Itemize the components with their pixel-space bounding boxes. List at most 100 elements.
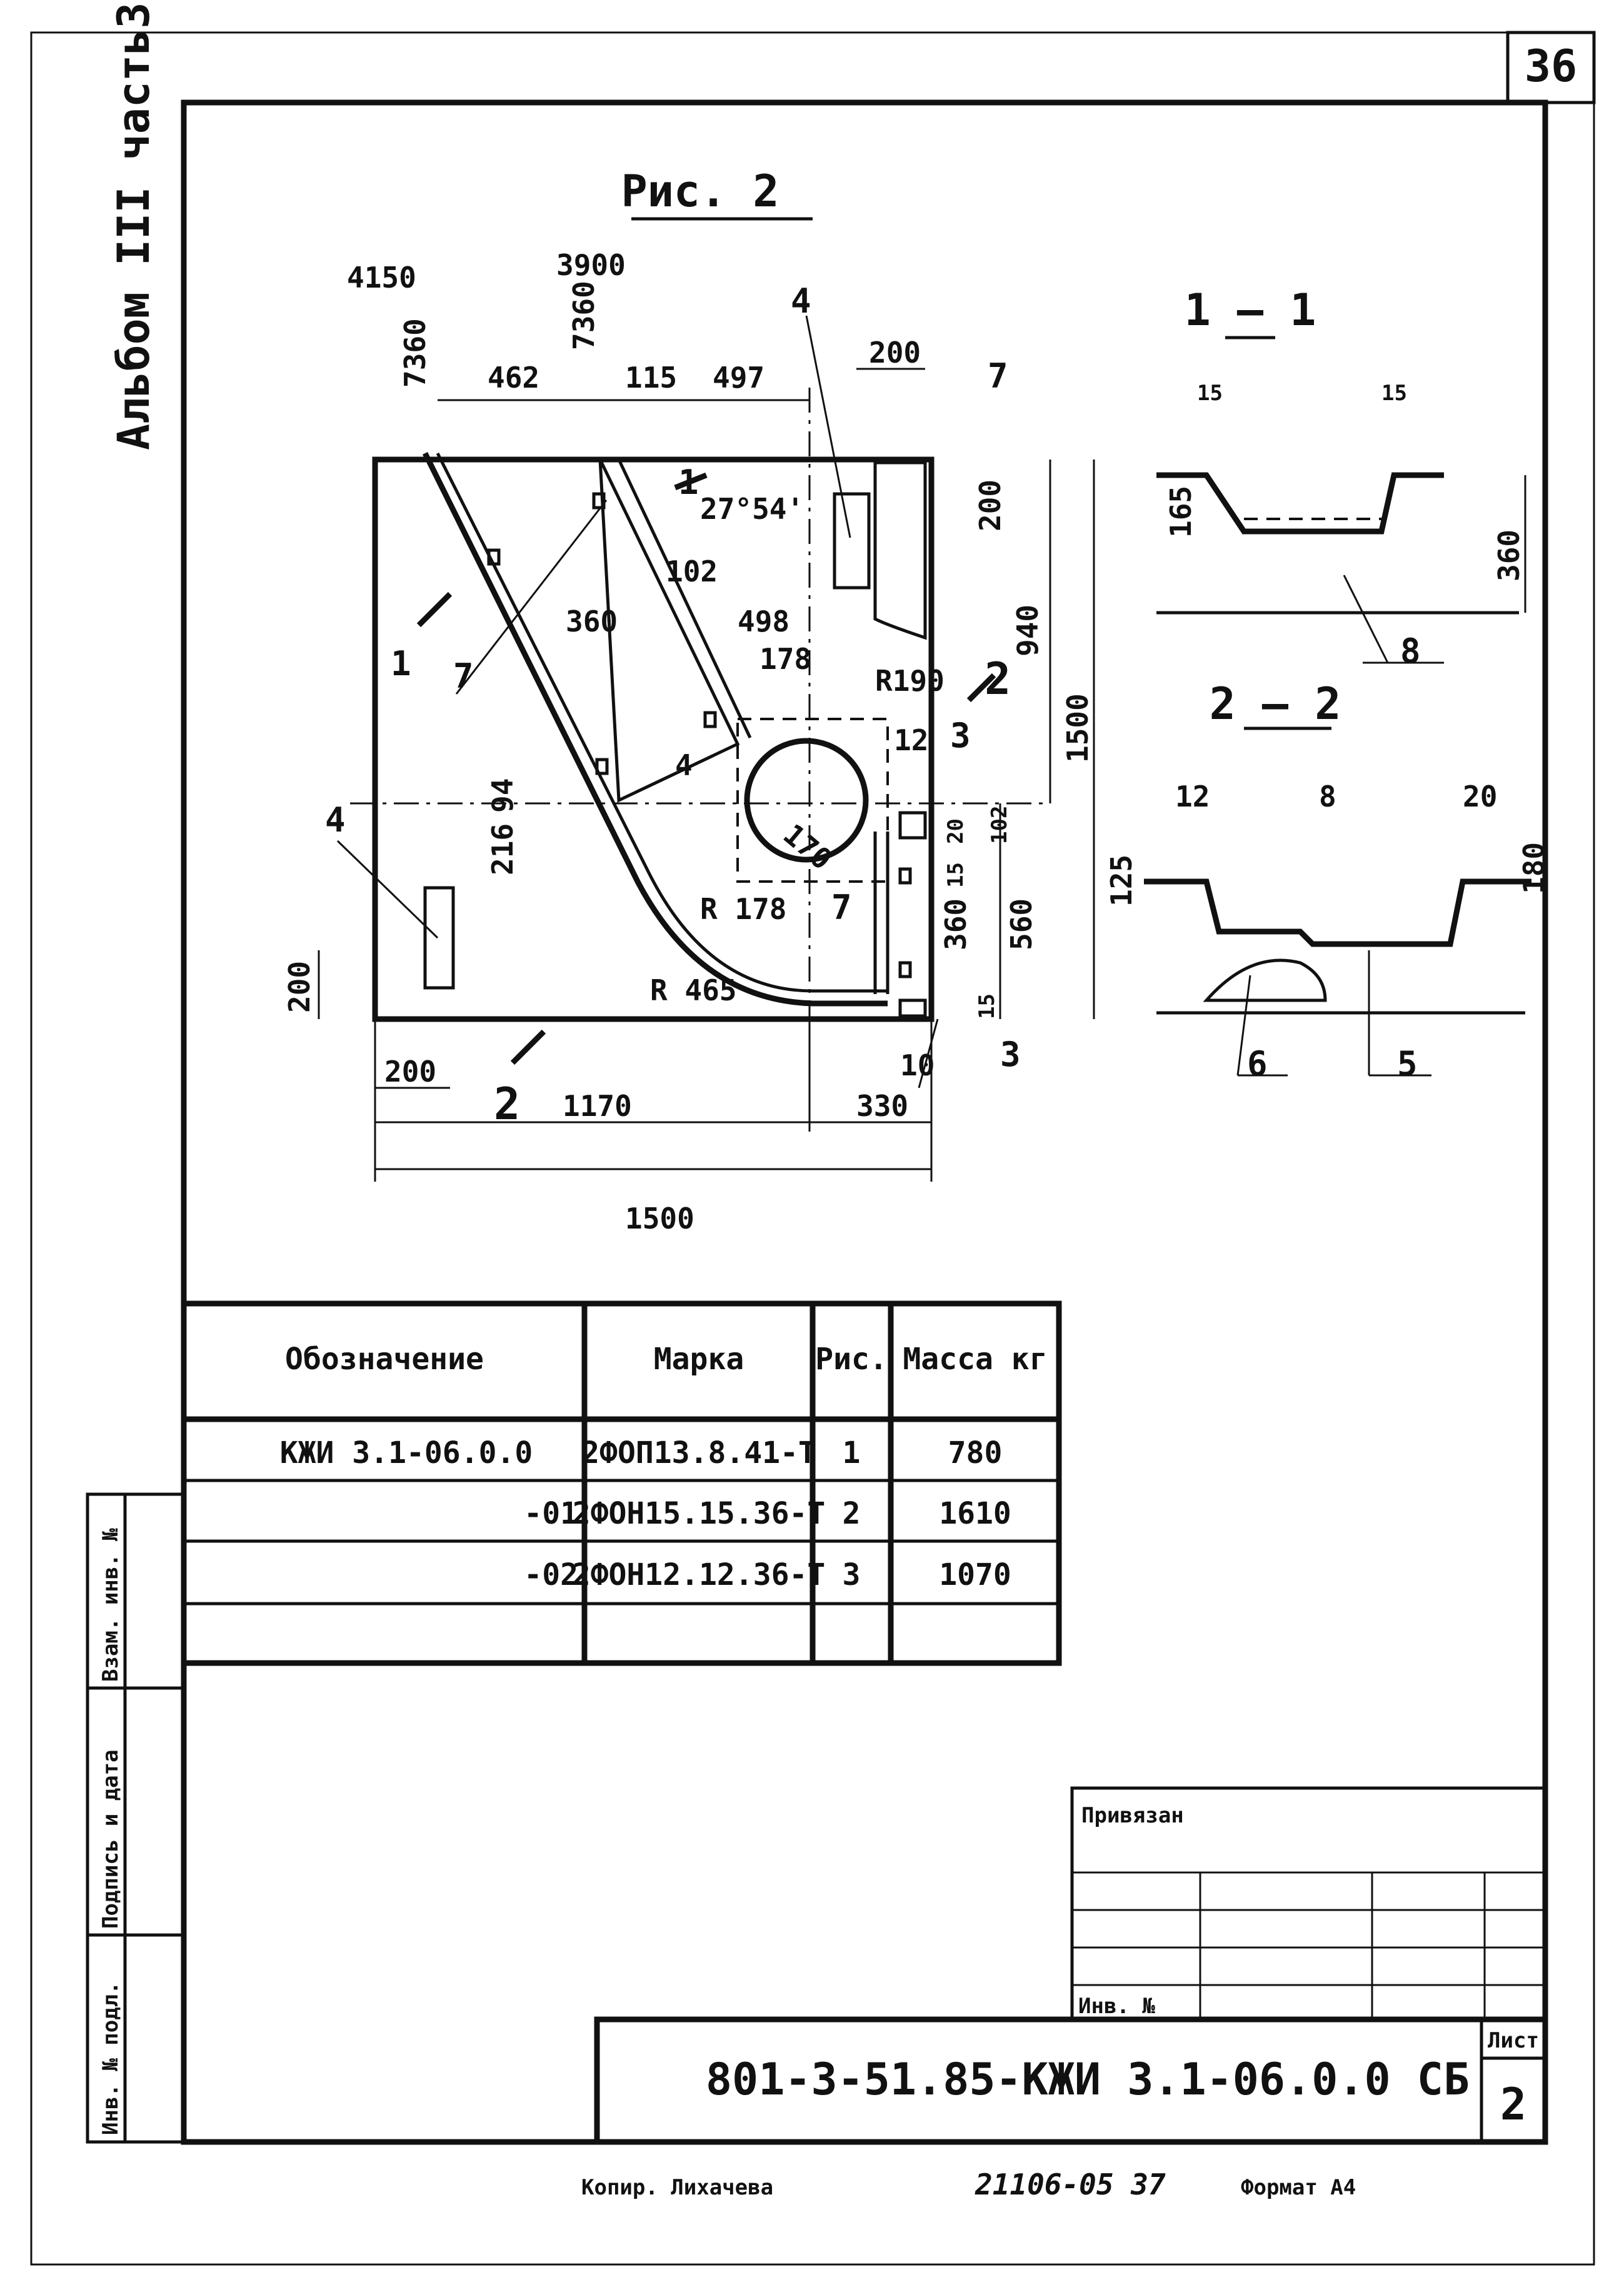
sheet-number-box bbox=[1506, 31, 1596, 104]
dim-102-a: 102 bbox=[666, 555, 718, 588]
spec-cell-r1-c4: 780 bbox=[948, 1435, 1003, 1470]
spec-table: Обозначение Марка Рис. Масса кг КЖИ 3.1-… bbox=[181, 1300, 1062, 1666]
side-stamp-border bbox=[86, 1492, 186, 2144]
spec-table-border bbox=[181, 1300, 1062, 1666]
section-1-1-leader bbox=[1343, 575, 1389, 663]
dim-10: 10 bbox=[900, 1048, 935, 1082]
right-rib-wedge bbox=[873, 461, 927, 640]
leader-4-left bbox=[336, 840, 439, 939]
figure-title: Рис. 2 bbox=[621, 166, 779, 217]
callout-7-right: 7 bbox=[831, 888, 852, 927]
dim-R178: R 178 bbox=[700, 892, 786, 926]
dim-360-a: 360 bbox=[566, 605, 618, 638]
side-stamp-column: Взам. инв. № Подпись и дата Инв. № подл. bbox=[86, 1492, 186, 2144]
section-2-2-leader-6 bbox=[1236, 975, 1251, 1076]
dim-12: 12 bbox=[894, 723, 928, 757]
section-1-1-title: 1 – 1 bbox=[1185, 284, 1316, 336]
sheet-value: 2 bbox=[1500, 2079, 1526, 2130]
spec-cell-r3-c4: 1070 bbox=[939, 1557, 1011, 1592]
dim-2-2-20: 20 bbox=[1463, 780, 1497, 813]
callout-4-top: 4 bbox=[791, 281, 811, 321]
dim-4: 4 bbox=[675, 748, 693, 782]
dim-560: 560 bbox=[1005, 898, 1038, 950]
embedded-part-3a bbox=[898, 811, 927, 840]
dim-15-b: 15 bbox=[975, 993, 1000, 1019]
lifting-loop-4 bbox=[595, 758, 609, 775]
stamp-replace-inv: Взам. инв. № bbox=[98, 1528, 123, 1682]
stamp-signature-date: Подпись и дата bbox=[98, 1749, 123, 1929]
lifting-loop-1 bbox=[592, 492, 606, 510]
dim-15-a: 15 bbox=[943, 862, 968, 888]
dim-200-left: 200 bbox=[283, 961, 316, 1013]
footer-copied: Копир. Лихачева bbox=[581, 2175, 773, 2200]
section-cut-1-top bbox=[674, 472, 708, 491]
plan-view: 4150 7360 3900 7360 462 115 497 200 200 … bbox=[283, 248, 1095, 1235]
dim-2-2-125: 125 bbox=[1105, 855, 1138, 907]
dim-R465: R 465 bbox=[650, 973, 736, 1007]
section-cut-2-bottom bbox=[510, 1029, 546, 1065]
dim-497: 497 bbox=[713, 361, 764, 395]
section-2-2-callout-5: 5 bbox=[1397, 1044, 1418, 1083]
stamp-orig-inv: Инв. № подл. bbox=[98, 1981, 123, 2135]
dim-330: 330 bbox=[856, 1089, 908, 1123]
sheet-border bbox=[30, 31, 1595, 2266]
title-block: Привязан Инв. № 801-3-51.85-КЖИ 3.1-06.0… bbox=[594, 1786, 1548, 2145]
callout-7-top: 7 bbox=[988, 356, 1008, 396]
callout-3-a: 3 bbox=[950, 716, 971, 755]
section-2-2-callout-6: 6 bbox=[1247, 1044, 1268, 1083]
sheet-number: 36 bbox=[1525, 41, 1577, 92]
spec-cell-r2-c2: 2ФОН15.15.36-Т bbox=[573, 1496, 826, 1531]
dim-2-2-8: 8 bbox=[1319, 780, 1336, 813]
embedded-plate-top bbox=[833, 492, 871, 590]
section-1-1-callout-8: 8 bbox=[1400, 631, 1421, 671]
section-cut-2-right bbox=[966, 673, 996, 703]
slab-diagonal-outer bbox=[422, 451, 888, 1007]
embedded-part-3b bbox=[898, 998, 927, 1018]
sheet-label: Лист bbox=[1488, 2028, 1539, 2053]
embedded-plate-left bbox=[423, 886, 455, 990]
section-2-2-profile bbox=[1144, 878, 1531, 947]
spec-header-mark: Марка bbox=[654, 1342, 744, 1377]
section-cut-1-left bbox=[416, 591, 453, 628]
opening-hidden-square bbox=[736, 718, 889, 883]
section-mark-1-left: 1 bbox=[391, 644, 411, 683]
spec-cell-r1-c3: 1 bbox=[843, 1435, 861, 1470]
spec-cell-r2-c4: 1610 bbox=[939, 1496, 1011, 1531]
dim-200-bottom: 200 bbox=[384, 1055, 436, 1088]
lifting-loop-6 bbox=[898, 961, 912, 978]
dim-1-1-360: 360 bbox=[1492, 530, 1526, 581]
dim-170: 170 bbox=[777, 817, 838, 877]
spec-cell-r2-c3: 2 bbox=[843, 1496, 861, 1531]
spec-cell-r3-c1: -02 bbox=[524, 1557, 578, 1592]
inv-label: Инв. № bbox=[1078, 1994, 1155, 2019]
dim-102-b: 102 bbox=[987, 806, 1012, 844]
dim-2-2-12: 12 bbox=[1175, 780, 1210, 813]
dim-1500-right: 1500 bbox=[1061, 693, 1095, 763]
section-2-2-title: 2 – 2 bbox=[1210, 678, 1341, 730]
spec-cell-r3-c3: 3 bbox=[843, 1557, 861, 1592]
dim-1-1-165: 165 bbox=[1164, 486, 1198, 538]
lifting-loop-2 bbox=[487, 548, 501, 566]
dim-360-b: 360 bbox=[939, 898, 973, 950]
spec-header-fig: Рис. bbox=[815, 1342, 888, 1377]
dim-178: 178 bbox=[759, 642, 811, 676]
dim-115: 115 bbox=[625, 361, 677, 395]
dim-200-top: 200 bbox=[869, 336, 921, 369]
lifting-loop-5 bbox=[898, 867, 912, 885]
slab-outline bbox=[372, 456, 935, 1022]
footer-order: 21106-05 37 bbox=[975, 2168, 1166, 2201]
dim-7360-a: 7360 bbox=[398, 318, 432, 388]
bound-label: Привязан bbox=[1081, 1803, 1184, 1828]
opening-ring bbox=[744, 738, 869, 863]
dim-angle: 27°54' bbox=[700, 492, 804, 526]
leader-4-top bbox=[805, 315, 851, 538]
dim-200-right: 200 bbox=[973, 480, 1007, 531]
dim-3900: 3900 bbox=[556, 248, 626, 282]
dim-20: 20 bbox=[943, 818, 968, 844]
dim-94: 94 bbox=[486, 778, 519, 813]
slab-diagonal-inner bbox=[436, 452, 888, 993]
spec-cell-r3-c2: 2ФОН12.12.36-Т bbox=[573, 1557, 826, 1592]
side-title: Альбом III часть3 bbox=[108, 3, 159, 450]
dim-216: 216 bbox=[486, 823, 519, 875]
